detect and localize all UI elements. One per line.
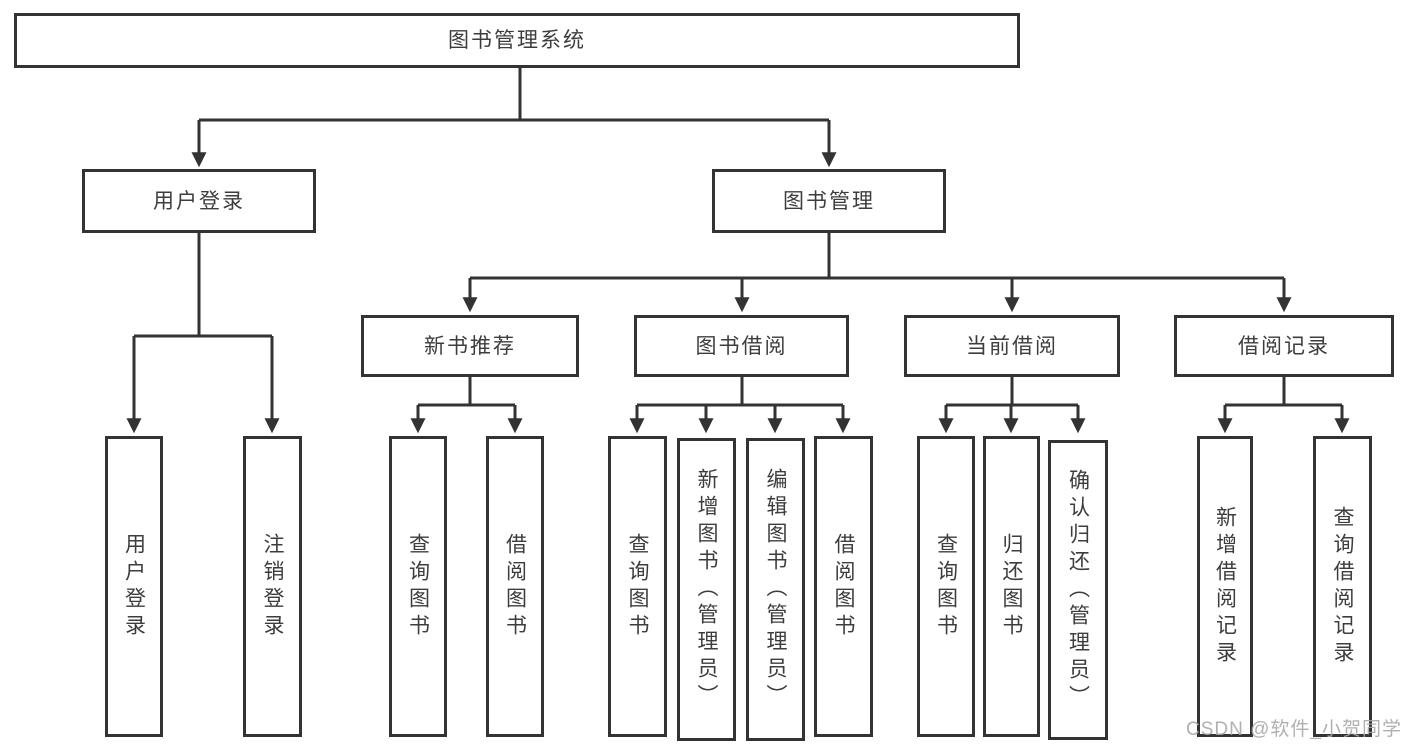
node-new-book-recommend: 新书推荐 (361, 315, 579, 377)
leaf-add-book-admin: 新增图书（管理员） (677, 438, 736, 741)
node-label: 新增图书（管理员） (695, 468, 718, 711)
node-label: 借阅图书 (832, 532, 855, 641)
node-label: 查询图书 (934, 532, 958, 641)
connector-current-borrowing (946, 377, 1078, 407)
connector-user-login (134, 233, 272, 338)
node-label: 图书管理 (783, 189, 875, 213)
node-label: 新增借阅记录 (1213, 505, 1237, 668)
connector-book-borrowing (637, 377, 843, 407)
leaf-query-books-3: 查询图书 (917, 436, 975, 737)
leaf-add-borrow-record: 新增借阅记录 (1197, 436, 1253, 737)
node-label: 查询图书 (406, 532, 430, 641)
node-label: 确认归还（管理员） (1066, 468, 1090, 712)
node-label: 当前借阅 (966, 334, 1058, 358)
node-label: 借阅记录 (1238, 334, 1330, 358)
connector-root (199, 68, 829, 122)
leaf-edit-book-admin: 编辑图书（管理员） (746, 438, 805, 741)
csdn-watermark: CSDN @软件_小贺同学 (1186, 719, 1402, 740)
node-borrowing-records: 借阅记录 (1174, 315, 1394, 377)
node-label: 图书借阅 (695, 334, 788, 358)
node-label: 查询借阅记录 (1331, 505, 1354, 668)
node-label: 借阅图书 (503, 532, 527, 641)
node-label: 归还图书 (1000, 532, 1023, 641)
node-label: 用户登录 (153, 189, 245, 213)
node-book-management: 图书管理 (712, 169, 946, 233)
leaf-user-login: 用户登录 (105, 436, 163, 737)
leaf-query-books-2: 查询图书 (608, 436, 667, 737)
node-current-borrowing: 当前借阅 (904, 315, 1120, 377)
node-library-system: 图书管理系统 (14, 13, 1020, 68)
leaf-query-books-1: 查询图书 (389, 436, 447, 737)
leaf-borrow-books-1: 借阅图书 (486, 436, 544, 737)
connector-new-book (418, 377, 515, 407)
node-user-login: 用户登录 (82, 169, 316, 233)
connector-borrowing-records (1225, 377, 1342, 407)
node-label: 编辑图书（管理员） (764, 468, 787, 711)
node-label: 新书推荐 (424, 334, 516, 358)
leaf-logout: 注销登录 (243, 436, 302, 737)
connector-book-management (470, 233, 1284, 280)
node-label: 图书管理系统 (448, 29, 586, 52)
node-book-borrowing: 图书借阅 (634, 315, 849, 377)
leaf-borrow-books-2: 借阅图书 (814, 436, 873, 737)
leaf-return-books: 归还图书 (983, 436, 1040, 737)
node-label: 注销登录 (261, 532, 284, 641)
node-label: 用户登录 (122, 532, 146, 641)
node-label: 查询图书 (626, 532, 649, 641)
leaf-query-borrow-record: 查询借阅记录 (1313, 436, 1372, 737)
leaf-confirm-return-admin: 确认归还（管理员） (1048, 440, 1108, 740)
